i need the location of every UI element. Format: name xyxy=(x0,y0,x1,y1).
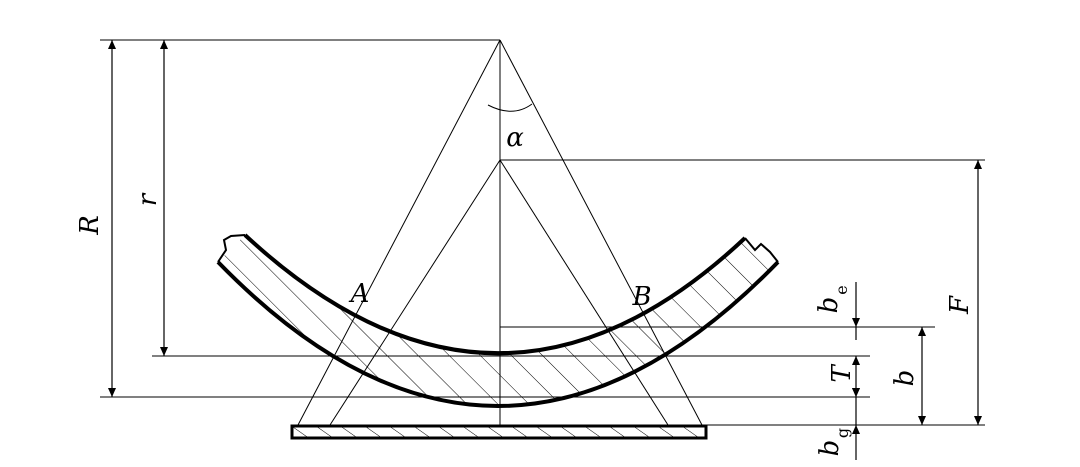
tube-left-break xyxy=(217,234,246,263)
label-R: R xyxy=(75,215,105,236)
label-T: T xyxy=(827,364,857,383)
label-r: r xyxy=(133,192,163,206)
dim-R-arrow-bottom xyxy=(108,388,116,397)
dim-R-arrow-top xyxy=(108,40,116,49)
ray-source-left xyxy=(297,39,501,426)
projection-rays xyxy=(297,39,703,426)
detector-plate xyxy=(290,424,708,440)
labels: R r α A B F b T b e b g xyxy=(75,123,975,456)
label-point-B: B xyxy=(631,282,651,312)
dim-bg-arrow-top xyxy=(852,388,860,397)
label-bg-sub: g xyxy=(833,428,852,438)
dim-r-arrow-bottom xyxy=(160,347,168,356)
dim-r-arrow-top xyxy=(160,40,168,49)
dim-F-arrow-bottom xyxy=(974,416,982,425)
label-alpha: α xyxy=(506,123,524,153)
ray-focus-right xyxy=(499,159,669,426)
dim-T-arrow-top xyxy=(852,356,860,365)
dim-bg-arrow xyxy=(852,425,860,434)
label-F: F xyxy=(945,295,975,315)
label-be-sub: e xyxy=(832,285,851,294)
label-bg: b g xyxy=(815,428,852,456)
dim-b-arrow-bottom xyxy=(918,416,926,425)
tube-right-break xyxy=(744,237,779,263)
detector-plate-body xyxy=(290,424,708,440)
label-b: b xyxy=(890,370,920,387)
dim-b-arrow-top xyxy=(918,327,926,336)
dim-F-arrow-top xyxy=(974,160,982,169)
label-be: b e xyxy=(814,285,851,313)
ray-source-right xyxy=(499,39,703,426)
label-point-A: A xyxy=(349,279,370,309)
angle-arc xyxy=(487,103,533,112)
label-bg-main: b xyxy=(815,440,845,457)
dim-be-arrow xyxy=(852,318,860,327)
ray-focus-left xyxy=(329,159,501,426)
tube-inner-wall xyxy=(243,233,747,356)
tube-outer-wall xyxy=(216,260,780,408)
label-be-main: b xyxy=(814,297,844,314)
dimension-arrows xyxy=(108,40,982,460)
